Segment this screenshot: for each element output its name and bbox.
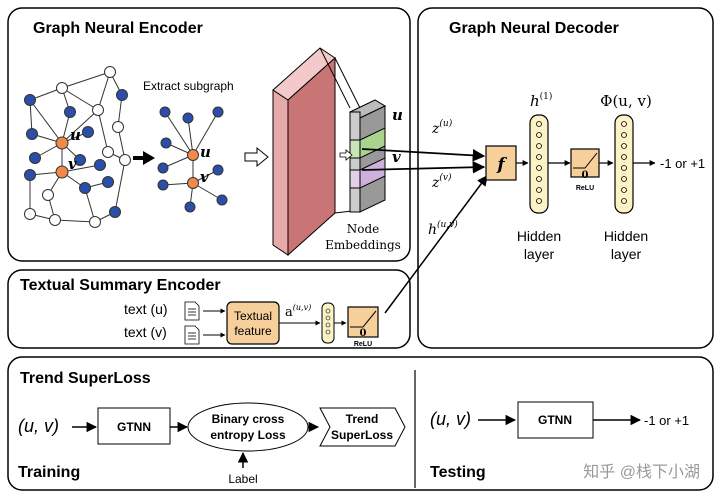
z-v-label: z(v) — [431, 172, 452, 191]
hidden1-line2: layer — [524, 246, 555, 262]
hidden-layer-2-units — [621, 121, 627, 204]
textual-feature-line1: Textual — [234, 309, 272, 323]
testing-gtnn-label: GTNN — [538, 413, 572, 427]
superloss-line1: Trend — [346, 412, 379, 426]
label-text: Label — [228, 472, 257, 486]
sub-node-v — [187, 177, 199, 189]
embedding-v-slice — [349, 169, 361, 189]
decoder-panel — [417, 7, 714, 349]
f-function-box — [485, 145, 517, 181]
hidden2-line1: Hidden — [604, 228, 648, 244]
decoder-output: -1 or +1 — [660, 156, 705, 171]
embedding-tensor — [272, 47, 387, 257]
watermark: 知乎 @栈下小湖 — [583, 463, 700, 481]
textual-title: Textual Summary Encoder — [20, 277, 221, 294]
document-icon-u — [184, 301, 200, 321]
embed-v-label: v — [392, 148, 401, 166]
relu-zero: 0 — [582, 170, 589, 181]
hidden-layer-1-units — [536, 121, 542, 204]
training-label: Training — [18, 464, 80, 481]
f-label: f — [496, 155, 507, 175]
bce-line2: entropy Loss — [210, 428, 286, 442]
textual-relu-label: ReLU — [354, 341, 372, 348]
node-u — [55, 136, 69, 150]
node-v — [55, 165, 69, 179]
superloss-line2: SuperLoss — [331, 428, 393, 442]
full-graph-nodes — [24, 66, 131, 228]
relu-box — [570, 148, 600, 178]
node-v-label: v — [68, 155, 77, 173]
subgraph — [157, 106, 228, 213]
hidden-layer-1 — [529, 114, 549, 214]
textual-panel — [7, 269, 411, 349]
sub-node-u — [187, 149, 199, 161]
hollow-arrow — [244, 146, 269, 168]
textual-feature-line2: feature — [234, 324, 272, 338]
hidden-layer-2 — [614, 114, 634, 214]
encoder-title: Graph Neural Encoder — [33, 20, 203, 37]
textual-relu-box — [347, 306, 379, 338]
node-u-label: u — [70, 126, 81, 144]
hidden1-line1: Hidden — [517, 228, 561, 244]
sub-node-u-label: u — [200, 143, 211, 161]
testing-label: Testing — [430, 464, 486, 481]
h-uv-label: h(u,v) — [428, 219, 458, 238]
training-gtnn-box — [97, 407, 171, 445]
phi-label: Φ(u, v) — [600, 92, 652, 110]
extract-arrow — [133, 151, 155, 165]
text-u-label: text (u) — [124, 301, 168, 317]
z-u-arrow — [361, 148, 486, 162]
textual-relu-zero: 0 — [360, 328, 367, 339]
bce-loss-ellipse — [187, 402, 309, 452]
hollow-arrow-into-tensor — [339, 149, 353, 161]
node-embeddings-line2: Embeddings — [325, 238, 401, 252]
testing-gtnn-box — [517, 401, 594, 439]
decoder-title: Graph Neural Decoder — [449, 20, 619, 37]
extract-label: Extract subgraph — [143, 79, 234, 93]
superloss-box — [319, 407, 406, 447]
bce-line1: Binary cross — [212, 412, 285, 426]
z-v-arrow — [361, 160, 486, 174]
trend-title: Trend SuperLoss — [20, 370, 151, 387]
embed-u-label: u — [392, 106, 403, 124]
testing-output: -1 or +1 — [644, 413, 689, 428]
a-uv-label: a(u,v) — [285, 303, 311, 320]
relu-curve — [573, 152, 598, 169]
relu-label: ReLU — [576, 185, 594, 192]
z-u-label: z(u) — [431, 118, 453, 137]
document-icon-v — [184, 325, 200, 345]
node-embeddings-line1: Node — [347, 222, 380, 236]
h-uv-arrow — [384, 175, 488, 314]
training-input: (u, v) — [18, 416, 59, 436]
sub-node-v-label: v — [200, 168, 209, 186]
text-v-label: text (v) — [124, 324, 167, 340]
testing-input: (u, v) — [430, 409, 471, 429]
training-gtnn-label: GTNN — [117, 420, 151, 434]
hidden2-line2: layer — [611, 246, 642, 262]
h1-label: h(1) — [530, 91, 552, 110]
